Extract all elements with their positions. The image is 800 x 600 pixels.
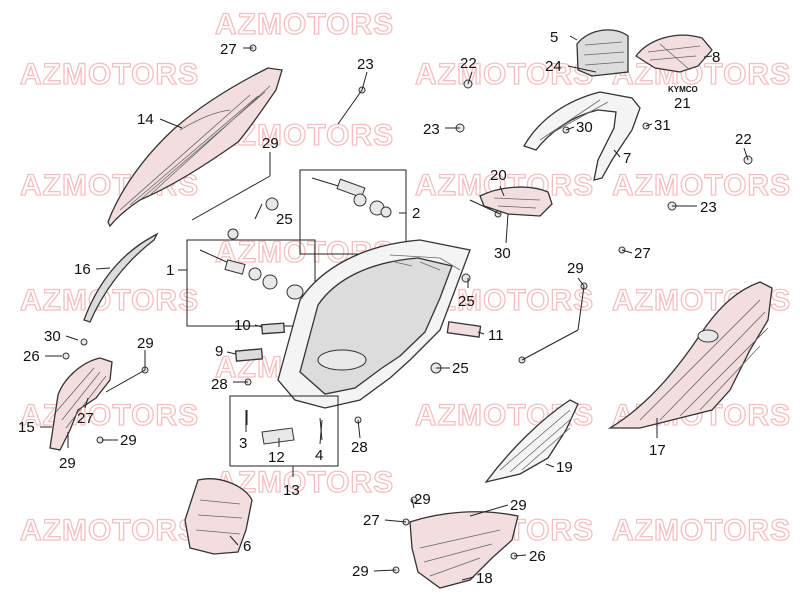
callout-30: 30 <box>494 245 511 262</box>
callout-26: 26 <box>529 548 546 565</box>
callout-29: 29 <box>59 455 76 472</box>
callout-24: 24 <box>545 58 562 75</box>
callout-29: 29 <box>510 497 527 514</box>
callout-30: 30 <box>44 328 61 345</box>
callout-27: 27 <box>634 245 651 262</box>
callout-30: 29 <box>414 491 431 508</box>
callout-31: 31 <box>654 117 671 134</box>
callout-28: 28 <box>351 439 368 456</box>
part-14-left-body-cover <box>107 67 283 228</box>
part-11-label <box>446 321 482 338</box>
callout-21: 21 <box>674 95 691 112</box>
callout-4: 4 <box>315 447 323 464</box>
callout-27: 27 <box>363 512 380 529</box>
callout-29: 29 <box>137 335 154 352</box>
callout-27: 27 <box>77 410 94 427</box>
callout-9: 9 <box>215 343 223 360</box>
part-19-lower-panel <box>484 399 579 484</box>
callout-17: 17 <box>649 442 666 459</box>
part-8-top-carrier <box>635 34 713 73</box>
callout-28: 28 <box>211 376 228 393</box>
callout-22: 22 <box>460 55 477 72</box>
callout-15: 15 <box>18 419 35 436</box>
callout-29: 29 <box>352 563 369 580</box>
callout-26: 26 <box>23 348 40 365</box>
part-16-side-strip <box>83 232 159 323</box>
watermark: AZMOTORS <box>20 284 199 317</box>
watermark: AZMOTORS <box>612 58 791 91</box>
callout-29: 29 <box>567 260 584 277</box>
callout-8: 8 <box>712 49 720 66</box>
part-2-cylinder-assembly <box>299 169 407 255</box>
callout-18: 18 <box>476 570 493 587</box>
part-18-floor-cover <box>409 511 519 589</box>
callout-16: 16 <box>74 261 91 278</box>
callout-25: 25 <box>276 211 293 228</box>
callout-23: 23 <box>423 121 440 138</box>
callout-29: 29 <box>262 135 279 152</box>
part-7-grab-rail <box>523 91 641 181</box>
part-5-backrest <box>576 29 629 77</box>
callout-31: 30 <box>576 119 593 136</box>
part-10-label <box>261 322 286 335</box>
leader-lines <box>40 35 749 581</box>
part-1-lock-assembly <box>186 239 316 327</box>
watermark: AZMOTORS <box>415 58 594 91</box>
part-6-front-lower-cover <box>184 478 253 555</box>
callout-11: 11 <box>488 327 504 344</box>
callout-6: 6 <box>243 538 251 555</box>
callout-13: 13 <box>283 482 300 499</box>
part-15-left-bracket <box>49 357 113 451</box>
callout-25: 25 <box>452 360 469 377</box>
callout-14: 14 <box>137 111 154 128</box>
watermark: AZMOTORS <box>20 514 199 547</box>
part-9-label <box>234 348 264 362</box>
watermark: AZMOTORS <box>612 169 791 202</box>
callout-23: 23 <box>357 56 374 73</box>
callout-29: 29 <box>120 432 137 449</box>
callout-2: 2 <box>412 205 420 222</box>
watermark: AZMOTORS <box>612 514 791 547</box>
part-20-center-cover <box>479 186 553 217</box>
callout-7: 7 <box>623 150 631 167</box>
callout-23: 23 <box>700 199 717 216</box>
callout-3: 3 <box>239 435 247 452</box>
part-13-luggage-box <box>277 239 471 409</box>
part-17-right-body-cover <box>607 281 773 429</box>
callout-22: 22 <box>735 131 752 148</box>
watermark: AZMOTORS <box>20 58 199 91</box>
callout-20: 20 <box>490 167 507 184</box>
callout-labels: 27 23 14 29 25 2 1 16 30 26 29 27 15 29 … <box>18 29 752 587</box>
watermark: AZMOTORS <box>215 8 394 41</box>
callout-27: 27 <box>220 41 237 58</box>
watermark-layer: AZMOTORS AZMOTORS AZMOTORS AZMOTORS AZMO… <box>19 7 791 547</box>
parts-layer: KYMCO <box>49 29 773 589</box>
part-21-emblem: KYMCO <box>668 85 698 94</box>
callout-12: 12 <box>268 449 285 466</box>
callout-25: 25 <box>458 293 475 310</box>
kymco-emblem: KYMCO <box>668 85 698 94</box>
part-13-group-box <box>229 395 339 467</box>
callout-1: 1 <box>166 262 174 279</box>
callout-19: 19 <box>556 459 573 476</box>
callout-10: 10 <box>234 317 251 334</box>
callout-5: 5 <box>550 29 558 46</box>
